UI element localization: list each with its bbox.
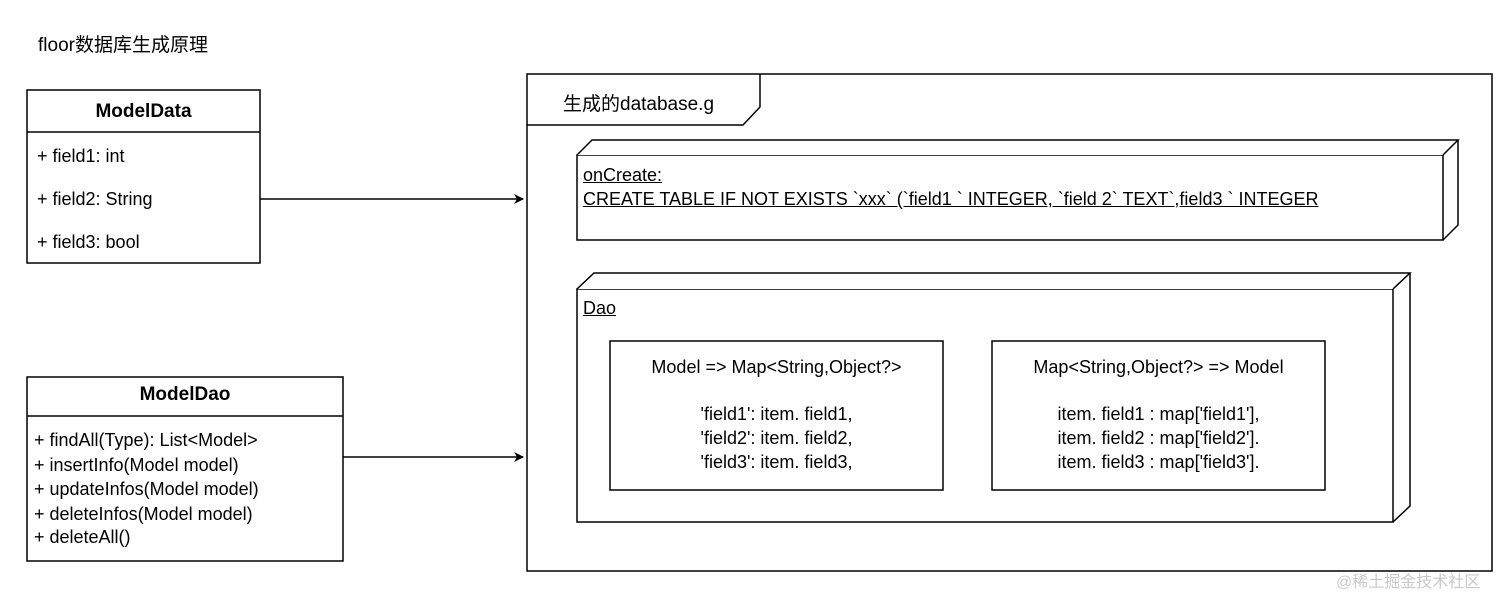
model-dao-method-4: + deleteInfos(Model model) xyxy=(34,504,253,524)
package-tab xyxy=(527,74,761,126)
model-data-name: ModelData xyxy=(95,101,192,122)
to-map-line-3: 'field3': item. field3, xyxy=(700,452,853,472)
to-map-line-2: 'field2': item. field2, xyxy=(700,428,853,448)
model-data-field-3: + field3: bool xyxy=(37,232,140,252)
model-dao-box xyxy=(26,376,344,562)
from-map-line-2: item. field2 : map['field2']. xyxy=(1057,428,1260,448)
package-label: 生成的database.g xyxy=(563,94,715,115)
from-map-box xyxy=(991,340,1326,491)
model-dao-method-3: + updateInfos(Model model) xyxy=(34,479,259,499)
model-data-box xyxy=(26,89,261,264)
model-data-field-1: + field1: int xyxy=(37,146,125,166)
model-dao-method-2: + insertInfo(Model model) xyxy=(34,455,239,475)
from-map-line-3: item. field3 : map['field3']. xyxy=(1057,452,1260,472)
dao-label: Dao xyxy=(583,298,617,318)
from-map-line-1: item. field1 : map['field1'], xyxy=(1057,404,1260,424)
model-dao-name: ModelDao xyxy=(139,384,231,405)
to-map-heading: Model => Map<String,Object?> xyxy=(651,357,902,377)
to-map-line-1: 'field1': item. field1, xyxy=(700,404,853,424)
from-map-heading: Map<String,Object?> => Model xyxy=(1033,357,1284,377)
model-dao-method-1: + findAll(Type): List<Model> xyxy=(34,430,258,450)
model-dao-method-5: + deleteAll() xyxy=(34,527,131,547)
to-map-box xyxy=(609,340,944,491)
diagram-title: floor数据库生成原理 xyxy=(38,35,208,56)
model-data-field-2: + field2: String xyxy=(37,189,153,209)
on-create-node xyxy=(576,139,1460,241)
on-create-sql: CREATE TABLE IF NOT EXISTS `xxx` (`field… xyxy=(583,189,1319,209)
watermark: @稀土掘金技术社区 xyxy=(1336,574,1481,591)
on-create-label: onCreate: xyxy=(583,165,663,185)
